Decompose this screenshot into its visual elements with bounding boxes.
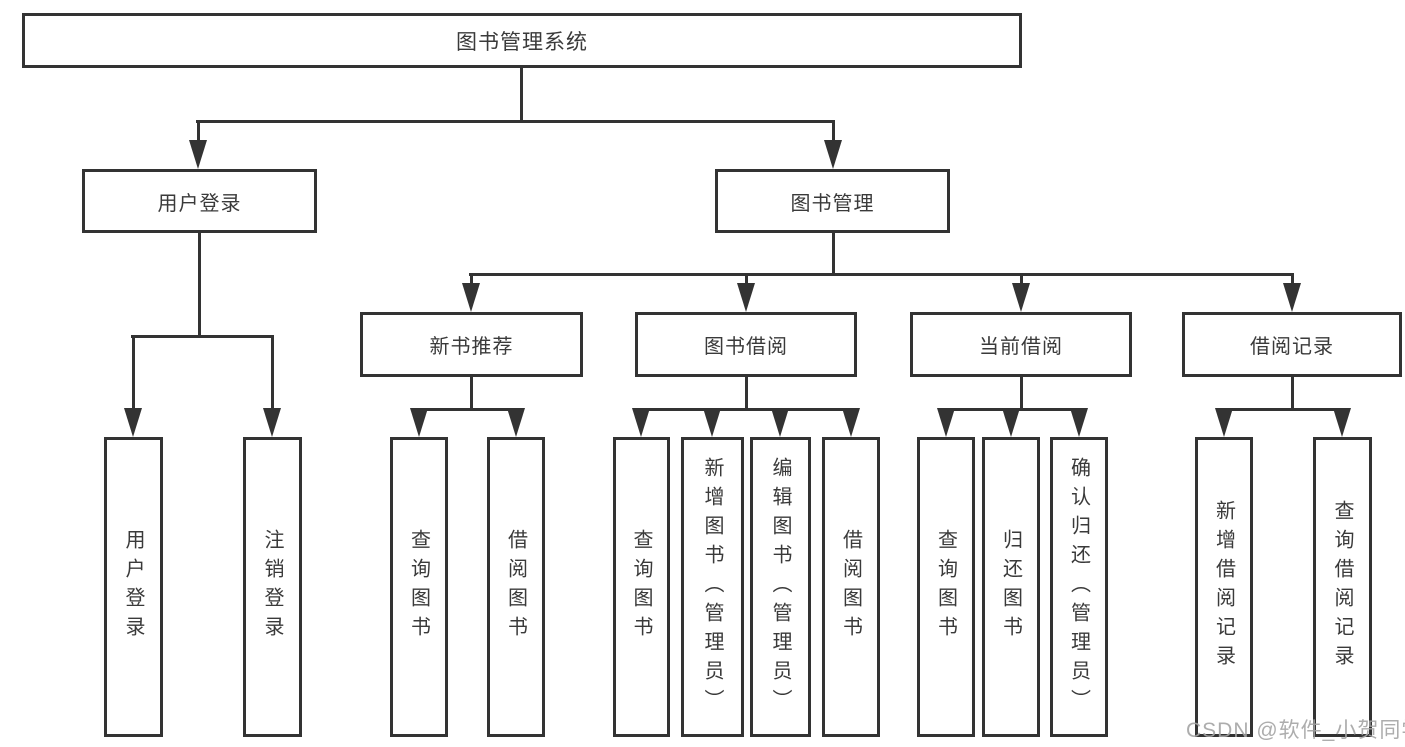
- connector-line: [271, 335, 274, 408]
- node-new-book-recommend-label: 新书推荐: [429, 336, 514, 358]
- arrow-down-icon: [462, 283, 480, 312]
- arrow-down-icon: [937, 408, 955, 437]
- node-borrow-books-recommend: 借阅图书: [487, 437, 545, 737]
- node-current-borrowing-label: 当前借阅: [979, 336, 1063, 358]
- connector-line: [197, 120, 200, 141]
- connector-line: [520, 68, 523, 120]
- arrow-down-icon: [737, 283, 755, 312]
- node-book-borrowing-label: 图书借阅: [704, 336, 788, 358]
- arrow-down-icon: [824, 140, 842, 169]
- connector-line: [1291, 273, 1294, 285]
- arrow-down-icon: [507, 408, 525, 437]
- arrow-down-icon: [703, 408, 721, 437]
- node-confirm-return-admin-label: 确认归还（管理员）: [1067, 456, 1090, 718]
- arrow-down-icon: [1012, 283, 1030, 312]
- node-add-books-admin-label: 新增图书（管理员）: [701, 456, 723, 718]
- node-book-borrowing: 图书借阅: [635, 312, 857, 377]
- connector-line: [470, 377, 473, 408]
- arrow-down-icon: [771, 408, 789, 437]
- node-borrow-books-label: 借阅图书: [839, 529, 862, 645]
- node-user-login-leaf: 用户登录: [104, 437, 163, 737]
- connector-line: [132, 335, 135, 408]
- connector-line: [745, 273, 748, 285]
- node-edit-books-admin-label: 编辑图书（管理员）: [769, 456, 791, 718]
- node-borrow-books: 借阅图书: [822, 437, 880, 737]
- node-new-book-recommend: 新书推荐: [360, 312, 583, 377]
- node-query-books-recommend-label: 查询图书: [407, 529, 430, 645]
- arrow-down-icon: [1070, 408, 1088, 437]
- node-library-system-label: 图书管理系统: [456, 30, 588, 54]
- connector-line: [198, 233, 201, 335]
- node-add-borrow-record-label: 新增借阅记录: [1212, 500, 1235, 674]
- arrow-down-icon: [263, 408, 281, 437]
- node-query-books-borrowing: 查询图书: [613, 437, 670, 737]
- arrow-down-icon: [1002, 408, 1020, 437]
- connector-line: [196, 120, 835, 123]
- connector-line: [131, 335, 274, 338]
- node-borrow-records-label: 借阅记录: [1250, 336, 1334, 358]
- connector-line: [832, 120, 835, 141]
- node-query-books-current-label: 查询图书: [934, 529, 957, 645]
- node-borrow-books-recommend-label: 借阅图书: [504, 529, 527, 645]
- arrow-down-icon: [189, 140, 207, 169]
- node-confirm-return-admin: 确认归还（管理员）: [1050, 437, 1108, 737]
- node-return-books-label: 归还图书: [999, 529, 1022, 645]
- node-user-login: 用户登录: [82, 169, 317, 233]
- arrow-down-icon: [1283, 283, 1301, 312]
- connector-line: [417, 408, 518, 411]
- node-book-management-label: 图书管理: [790, 192, 875, 215]
- connector-line: [470, 273, 473, 285]
- node-add-borrow-record: 新增借阅记录: [1195, 437, 1253, 737]
- node-edit-books-admin: 编辑图书（管理员）: [750, 437, 811, 737]
- connector-line: [1020, 377, 1023, 408]
- arrow-down-icon: [1333, 408, 1351, 437]
- arrow-down-icon: [410, 408, 428, 437]
- node-add-books-admin: 新增图书（管理员）: [681, 437, 744, 737]
- csdn-watermark: CSDN @软件_小贺同学: [1186, 719, 1405, 742]
- arrow-down-icon: [842, 408, 860, 437]
- connector-line: [832, 233, 835, 273]
- connector-line: [1222, 408, 1344, 411]
- connector-line: [1020, 273, 1023, 285]
- connector-line: [469, 273, 1294, 276]
- node-query-borrow-record: 查询借阅记录: [1313, 437, 1372, 737]
- node-query-books-recommend: 查询图书: [390, 437, 448, 737]
- node-query-books-borrowing-label: 查询图书: [630, 529, 652, 645]
- node-user-login-leaf-label: 用户登录: [122, 529, 144, 645]
- connector-line: [639, 408, 853, 411]
- arrow-down-icon: [124, 408, 142, 437]
- node-query-books-current: 查询图书: [917, 437, 975, 737]
- node-library-system: 图书管理系统: [22, 13, 1022, 68]
- node-logout-leaf: 注销登录: [243, 437, 302, 737]
- node-user-login-label: 用户登录: [157, 192, 242, 215]
- node-current-borrowing: 当前借阅: [910, 312, 1132, 377]
- connector-line: [745, 377, 748, 408]
- connector-line: [1291, 377, 1294, 408]
- node-return-books: 归还图书: [982, 437, 1040, 737]
- node-borrow-records: 借阅记录: [1182, 312, 1402, 377]
- node-logout-leaf-label: 注销登录: [261, 529, 283, 645]
- arrow-down-icon: [632, 408, 650, 437]
- arrow-down-icon: [1215, 408, 1233, 437]
- node-book-management: 图书管理: [715, 169, 950, 233]
- node-query-borrow-record-label: 查询借阅记录: [1331, 500, 1353, 674]
